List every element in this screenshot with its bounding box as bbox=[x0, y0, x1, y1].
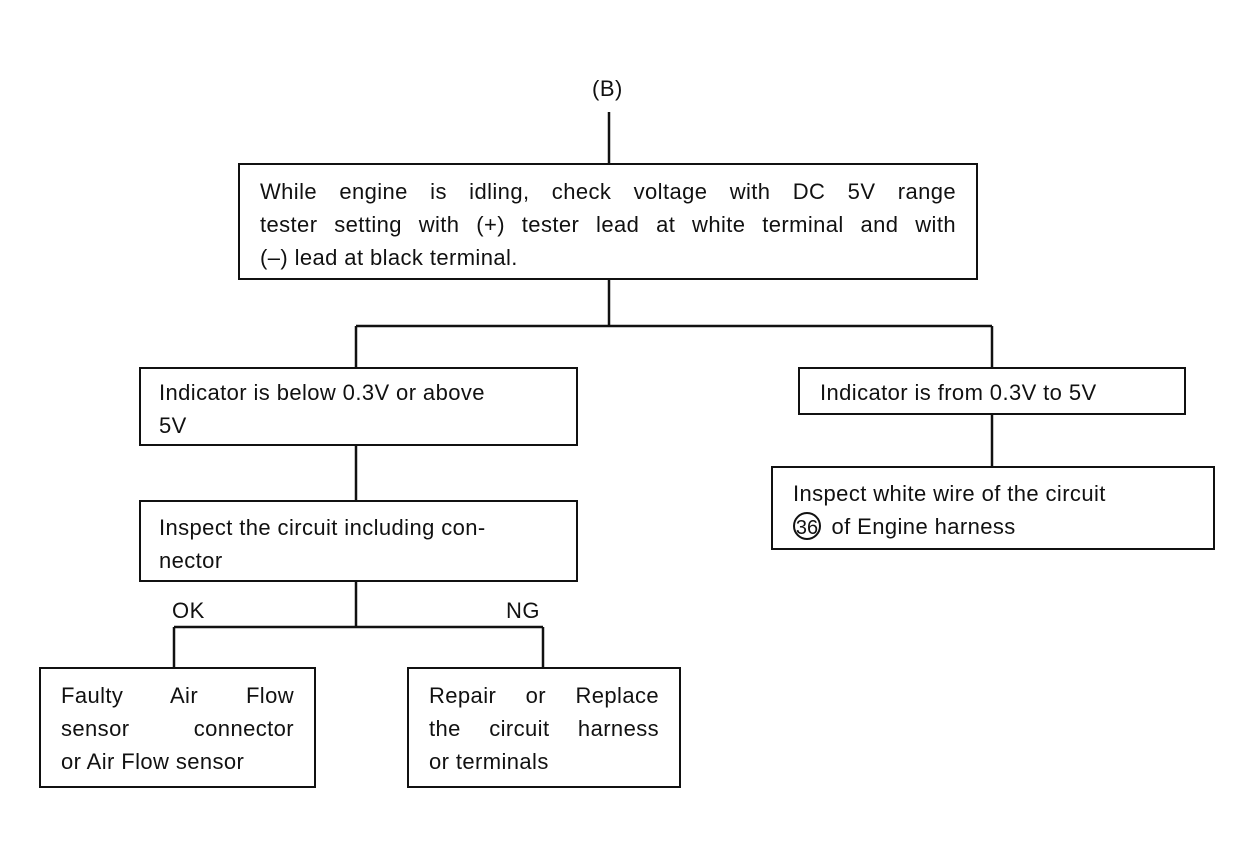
left-inspect-line-1: Inspect the circuit including con- bbox=[159, 515, 486, 540]
right-condition-line-1: Indicator is from 0.3V to 5V bbox=[820, 380, 1097, 405]
left-condition-line-1: Indicator is below 0.3V or above bbox=[159, 380, 485, 405]
start-label: (B) bbox=[592, 76, 623, 101]
ok-result-line-2: sensor connector bbox=[61, 716, 294, 741]
right-result-line-2-rest: of Engine harness bbox=[831, 514, 1016, 539]
ng-result-line-1: Repair or Replace bbox=[429, 683, 659, 708]
right-result-box: Inspect white wire of the circuit 36 of … bbox=[771, 466, 1215, 550]
ng-result-line-3: or terminals bbox=[429, 749, 549, 774]
ok-result-box: Faulty Air Flow sensor connector or Air … bbox=[39, 667, 316, 788]
left-condition-line-2: 5V bbox=[159, 413, 187, 438]
step1-line-1: While engine is idling, check voltage wi… bbox=[260, 179, 956, 204]
left-condition-box: Indicator is below 0.3V or above 5V bbox=[139, 367, 578, 446]
right-condition-box: Indicator is from 0.3V to 5V bbox=[798, 367, 1186, 415]
ok-result-line-1: Faulty Air Flow bbox=[61, 683, 294, 708]
left-inspect-box: Inspect the circuit including con- necto… bbox=[139, 500, 578, 582]
ok-label: OK bbox=[172, 598, 205, 623]
left-inspect-line-2: nector bbox=[159, 548, 223, 573]
ok-result-line-3: or Air Flow sensor bbox=[61, 749, 245, 774]
ng-result-line-2: the circuit harness bbox=[429, 716, 659, 741]
right-result-line-2: 36 of Engine harness bbox=[793, 510, 1193, 543]
ng-label: NG bbox=[506, 598, 540, 623]
step1-line-3: (–) lead at black terminal. bbox=[260, 245, 518, 270]
step1-box: While engine is idling, check voltage wi… bbox=[238, 163, 978, 280]
right-result-line-1: Inspect white wire of the circuit bbox=[793, 481, 1106, 506]
circuit-number-badge: 36 bbox=[793, 512, 821, 541]
step1-line-2: tester setting with (+) tester lead at w… bbox=[260, 212, 956, 237]
ng-result-box: Repair or Replace the circuit harness or… bbox=[407, 667, 681, 788]
